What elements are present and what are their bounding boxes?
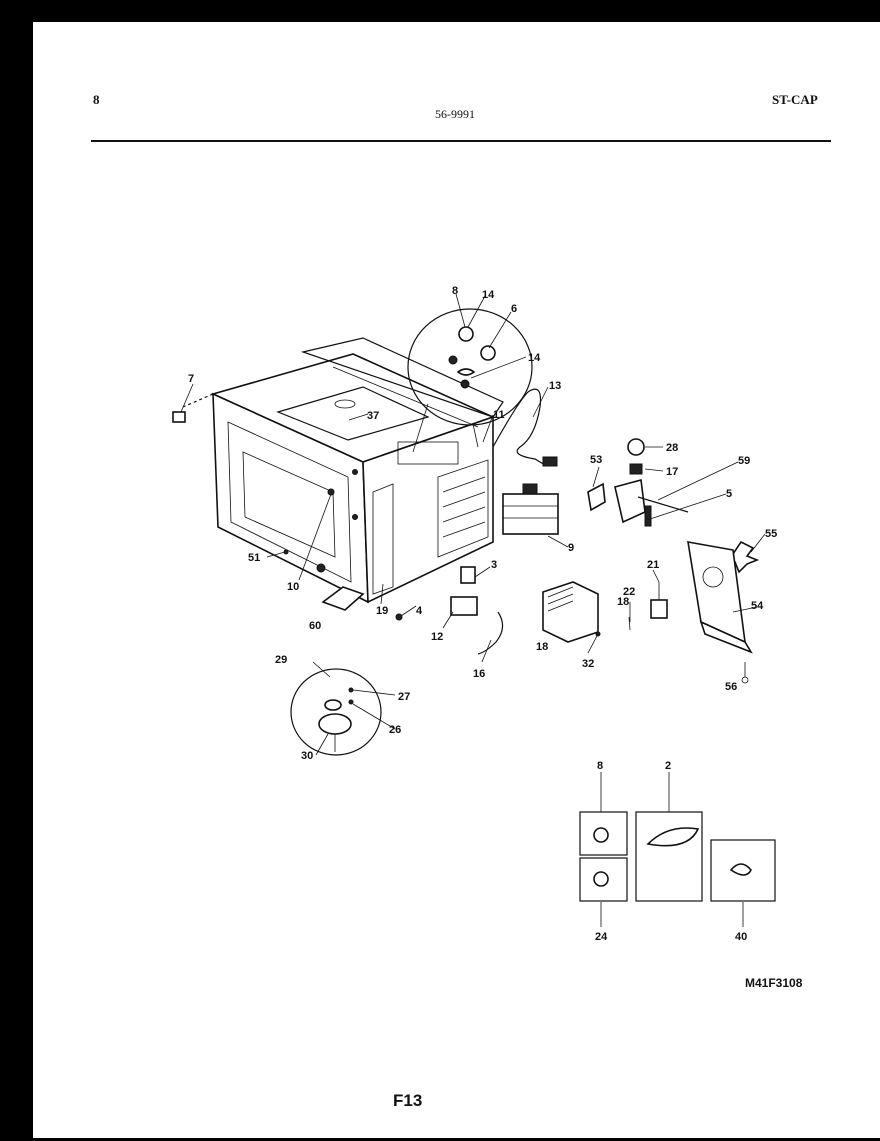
callout-6: 6 <box>511 303 517 315</box>
callout-40-box: 40 <box>735 931 747 943</box>
callout-54: 54 <box>751 600 764 612</box>
diagram-id: M41F3108 <box>745 976 803 990</box>
transformer <box>542 581 599 643</box>
callout-29: 29 <box>275 654 287 666</box>
callout-3: 3 <box>491 559 497 571</box>
callout-22: 22 <box>623 586 635 598</box>
callout-56: 56 <box>725 681 737 693</box>
plug <box>542 456 558 467</box>
diode-wire <box>477 611 504 655</box>
latch-clip <box>172 411 186 423</box>
callout-7: 7 <box>188 373 194 385</box>
cabinet-assembly <box>182 337 504 604</box>
magnetron <box>502 483 559 535</box>
figure-label: F13 <box>393 1091 422 1110</box>
callout-37: 37 <box>367 410 379 422</box>
model-code: 56-9991 <box>435 107 475 121</box>
callout-9: 9 <box>568 542 574 554</box>
callout-13: 13 <box>549 380 561 392</box>
callout-8: 8 <box>452 285 458 297</box>
callout-8-box: 8 <box>597 760 603 772</box>
callout-18b: 18 <box>617 596 629 608</box>
callout-51: 51 <box>248 552 260 564</box>
callout-12: 12 <box>431 631 443 643</box>
callout-14b: 14 <box>528 352 541 364</box>
hinge-part <box>321 586 365 611</box>
bracket <box>587 482 606 512</box>
callout-17: 17 <box>666 466 678 478</box>
callout-32: 32 <box>582 658 594 670</box>
leader-lines <box>180 293 766 756</box>
callout-labels: 7 37 8 14 6 14 13 11 28 17 59 5 53 9 55 … <box>188 285 777 943</box>
lamp-socket <box>629 463 643 475</box>
stirrer-inset <box>407 308 533 453</box>
callout-26: 26 <box>389 724 401 736</box>
callout-14: 14 <box>482 289 495 301</box>
callout-2-box: 2 <box>665 760 671 772</box>
callout-55: 55 <box>765 528 777 540</box>
header-rule <box>91 140 831 142</box>
callout-28: 28 <box>666 442 678 454</box>
page-number: 8 <box>93 92 100 107</box>
motor-inset <box>290 668 382 756</box>
callout-53: 53 <box>590 454 602 466</box>
callout-10: 10 <box>287 581 299 593</box>
power-cord <box>492 388 546 466</box>
callout-5: 5 <box>726 488 732 500</box>
callout-21: 21 <box>647 559 659 571</box>
callout-18: 18 <box>536 641 548 653</box>
callout-4: 4 <box>416 605 423 617</box>
capacitor-bracket <box>460 566 476 584</box>
callout-16: 16 <box>473 668 485 680</box>
section-code: ST-CAP <box>772 92 818 107</box>
callout-59: 59 <box>738 455 750 467</box>
interlock-switch <box>650 599 668 619</box>
callout-11: 11 <box>493 409 505 421</box>
exploded-parts-diagram: 7 37 8 14 6 14 13 11 28 17 59 5 53 9 55 … <box>172 285 803 1110</box>
callout-60: 60 <box>309 620 321 632</box>
accessory-boxes <box>579 772 776 927</box>
capacitor <box>450 596 478 616</box>
callout-24-box: 24 <box>595 931 608 943</box>
parts-sheet: 8 56-9991 ST-CAP <box>33 22 880 1138</box>
callout-30: 30 <box>301 750 313 762</box>
callout-19: 19 <box>376 605 388 617</box>
callout-27: 27 <box>398 691 410 703</box>
lamp <box>627 438 645 456</box>
mounting-plate <box>614 478 646 524</box>
